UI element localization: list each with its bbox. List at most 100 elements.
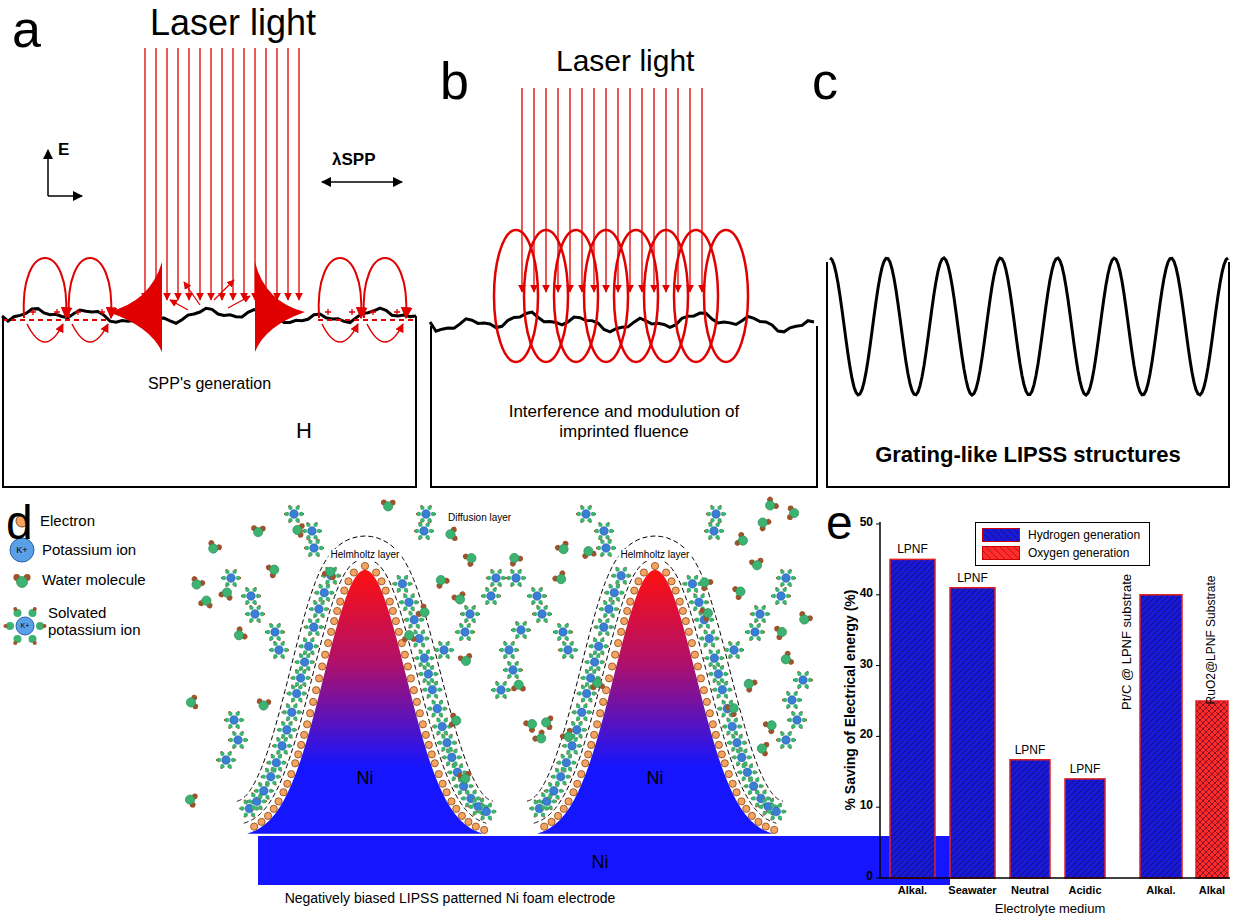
figure-label: Diffusion layer <box>446 512 513 524</box>
electron-dot <box>606 675 613 682</box>
electron-dot <box>292 760 299 767</box>
figure-label: Laser light <box>556 44 694 79</box>
solvated-ion-icon <box>4 607 47 645</box>
solvated-ion <box>558 641 578 659</box>
water-molecule <box>779 650 795 668</box>
solvated-ion <box>704 649 724 667</box>
solvated-ion <box>556 754 576 772</box>
figure-label: e <box>826 495 853 550</box>
electron-dot <box>392 618 399 625</box>
figure-label: Solvated potassium ion <box>48 604 158 639</box>
double-layer-boundary <box>244 559 486 823</box>
charge-sign <box>54 309 60 315</box>
electron-dot <box>624 607 631 614</box>
bar <box>1010 760 1050 878</box>
solvated-ion <box>704 522 724 540</box>
scatter-arrow <box>184 282 200 305</box>
solvated-ion <box>427 700 447 718</box>
laser-ray <box>287 48 288 300</box>
field-decay <box>108 262 162 352</box>
solvated-ion <box>544 782 564 800</box>
solvated-ion <box>416 505 436 523</box>
interference-fringe <box>704 230 748 362</box>
figure-label: RuO2@LPNF Substrate <box>1205 576 1219 705</box>
solvated-ion <box>269 641 289 659</box>
water-molecule <box>580 545 597 560</box>
field-loop <box>69 258 112 318</box>
solvated-ion <box>295 653 315 671</box>
solvated-ion <box>750 605 770 623</box>
figure-label: E <box>58 140 69 160</box>
solvated-ion <box>266 754 286 772</box>
laser-ray <box>177 48 178 300</box>
y-tick <box>876 524 880 525</box>
legend-text: Oxygen generation <box>1028 546 1129 560</box>
electron-dot <box>685 628 692 635</box>
solvated-ion <box>221 569 241 587</box>
electron-dot <box>458 812 465 819</box>
legend-row: Oxygen generation <box>982 544 1143 562</box>
electron-dot <box>609 663 616 670</box>
charge-sign <box>394 309 400 315</box>
solvated-ion <box>576 505 596 523</box>
figure-label: Alkal <box>1199 884 1225 897</box>
figure-label: LPNF <box>1015 744 1046 758</box>
solvated-ion <box>282 703 302 721</box>
water-molecule <box>462 550 479 568</box>
solvated-ion <box>499 641 519 659</box>
electron-dot <box>663 569 670 576</box>
field-decay <box>255 262 305 352</box>
water-molecule <box>457 770 474 784</box>
solvated-ion <box>261 768 281 786</box>
solvated-ion <box>708 665 728 683</box>
water-molecule <box>218 586 236 602</box>
solvated-ion <box>241 587 261 605</box>
electron-dot <box>715 741 722 748</box>
electron-dot <box>395 628 402 635</box>
scatter-arrow <box>214 280 234 300</box>
water-molecule <box>590 677 606 690</box>
electron-dot <box>453 805 460 812</box>
x-axis <box>879 877 1230 879</box>
electron-dot <box>694 663 701 670</box>
solvated-ion <box>460 605 480 623</box>
figure-label: λSPP <box>332 150 375 170</box>
solvated-ion <box>486 569 506 587</box>
water-molecule <box>415 603 432 621</box>
electron-dot <box>275 798 282 805</box>
water-molecule <box>506 550 524 568</box>
electron-dot <box>425 741 432 748</box>
water-molecule <box>457 652 474 667</box>
bar <box>950 588 995 878</box>
solvated-ion <box>284 505 304 523</box>
field-loop <box>367 324 403 342</box>
y-tick <box>876 878 880 879</box>
electron-dot <box>672 587 679 594</box>
laser-ray <box>521 88 522 292</box>
laser-ray <box>221 48 222 300</box>
electron-dot <box>703 698 710 705</box>
panel-b-art <box>430 88 814 362</box>
electron-dot <box>682 618 689 625</box>
figure-label: K+ <box>16 545 27 555</box>
solvated-ion <box>724 641 744 659</box>
bar-chart <box>876 522 1230 879</box>
solvated-ion <box>302 522 322 540</box>
solvated-ion <box>699 630 719 648</box>
panel-d-art <box>237 536 950 885</box>
figure-label: H <box>296 418 312 443</box>
solvated-ion <box>706 505 726 523</box>
electron-dot <box>331 618 338 625</box>
charge-sign <box>349 309 355 315</box>
solvated-ion <box>291 669 311 687</box>
figure-label: Electrolyte medium <box>995 902 1106 917</box>
electron-dot <box>448 798 455 805</box>
figure-label: LPNF <box>1070 763 1101 777</box>
electron-dot <box>748 812 755 819</box>
electron-dot <box>295 751 302 758</box>
panel-a-art <box>2 48 417 352</box>
laser-ray <box>545 88 546 292</box>
solvated-ion <box>314 584 334 602</box>
charge-sign <box>75 309 81 315</box>
field-loop <box>72 324 108 342</box>
